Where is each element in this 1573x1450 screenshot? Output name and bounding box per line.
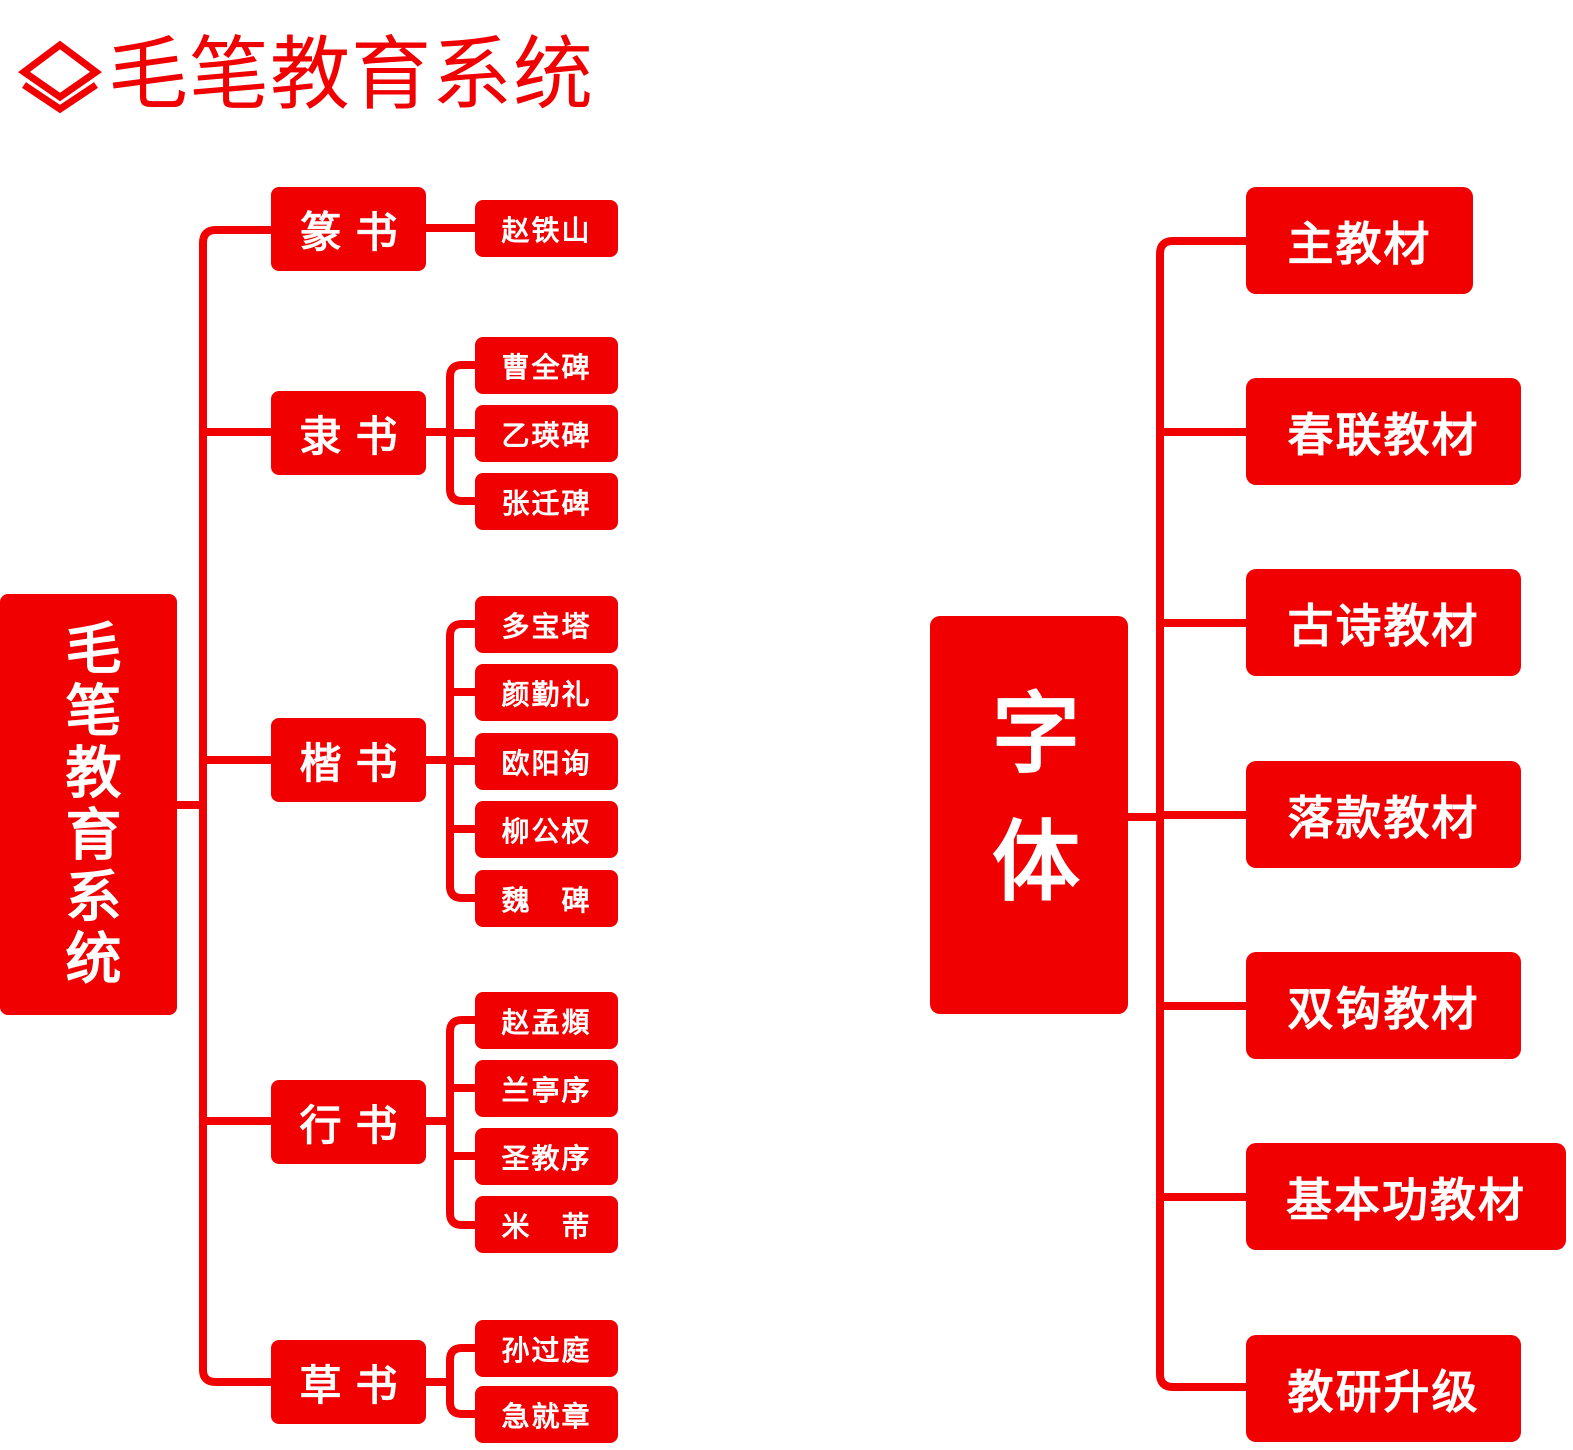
material-node: 主教材 [1246,187,1473,294]
leaf-node: 圣教序 [475,1128,618,1185]
material-node: 双钩教材 [1246,952,1521,1059]
root-node-brush-education: 毛笔教育系统 [0,594,177,1015]
material-node: 春联教材 [1246,378,1521,485]
leaf-node: 张迁碑 [475,473,618,530]
leaf-node: 欧阳询 [475,733,618,790]
leaf-node: 魏 碑 [475,870,618,927]
leaf-node: 多宝塔 [475,596,618,653]
material-node: 古诗教材 [1246,569,1521,676]
leaf-node: 兰亭序 [475,1060,618,1117]
layers-icon [18,40,102,114]
material-node: 落款教材 [1246,761,1521,868]
leaf-node: 颜勤礼 [475,664,618,721]
header: 毛笔教育系统 [14,30,594,120]
page-title: 毛笔教育系统 [108,28,594,121]
category-lishu: 隶书 [271,391,426,475]
leaf-node: 曹全碑 [475,337,618,394]
category-caoshu: 草书 [271,1340,426,1424]
material-node: 基本功教材 [1246,1143,1566,1250]
category-xingshu: 行书 [271,1080,426,1164]
leaf-node: 孙过庭 [475,1320,618,1377]
leaf-node: 米 芾 [475,1196,618,1253]
leaf-node: 急就章 [475,1386,618,1443]
leaf-node: 柳公权 [475,801,618,858]
material-node: 教研升级 [1246,1335,1521,1442]
root-node-label: 字体 [977,687,1081,943]
leaf-node: 赵孟頫 [475,992,618,1049]
category-zhuanshu: 篆书 [271,187,426,271]
root-node-label: 毛笔教育系统 [56,618,121,991]
leaf-node: 赵铁山 [475,200,618,257]
leaf-node: 乙瑛碑 [475,405,618,462]
root-node-fonts: 字体 [930,616,1128,1014]
category-label: 篆书 [299,207,412,257]
category-label: 楷书 [299,738,412,788]
category-label: 行书 [299,1100,412,1150]
category-kaishu: 楷书 [271,718,426,802]
category-label: 隶书 [299,411,412,461]
category-label: 草书 [299,1360,412,1410]
